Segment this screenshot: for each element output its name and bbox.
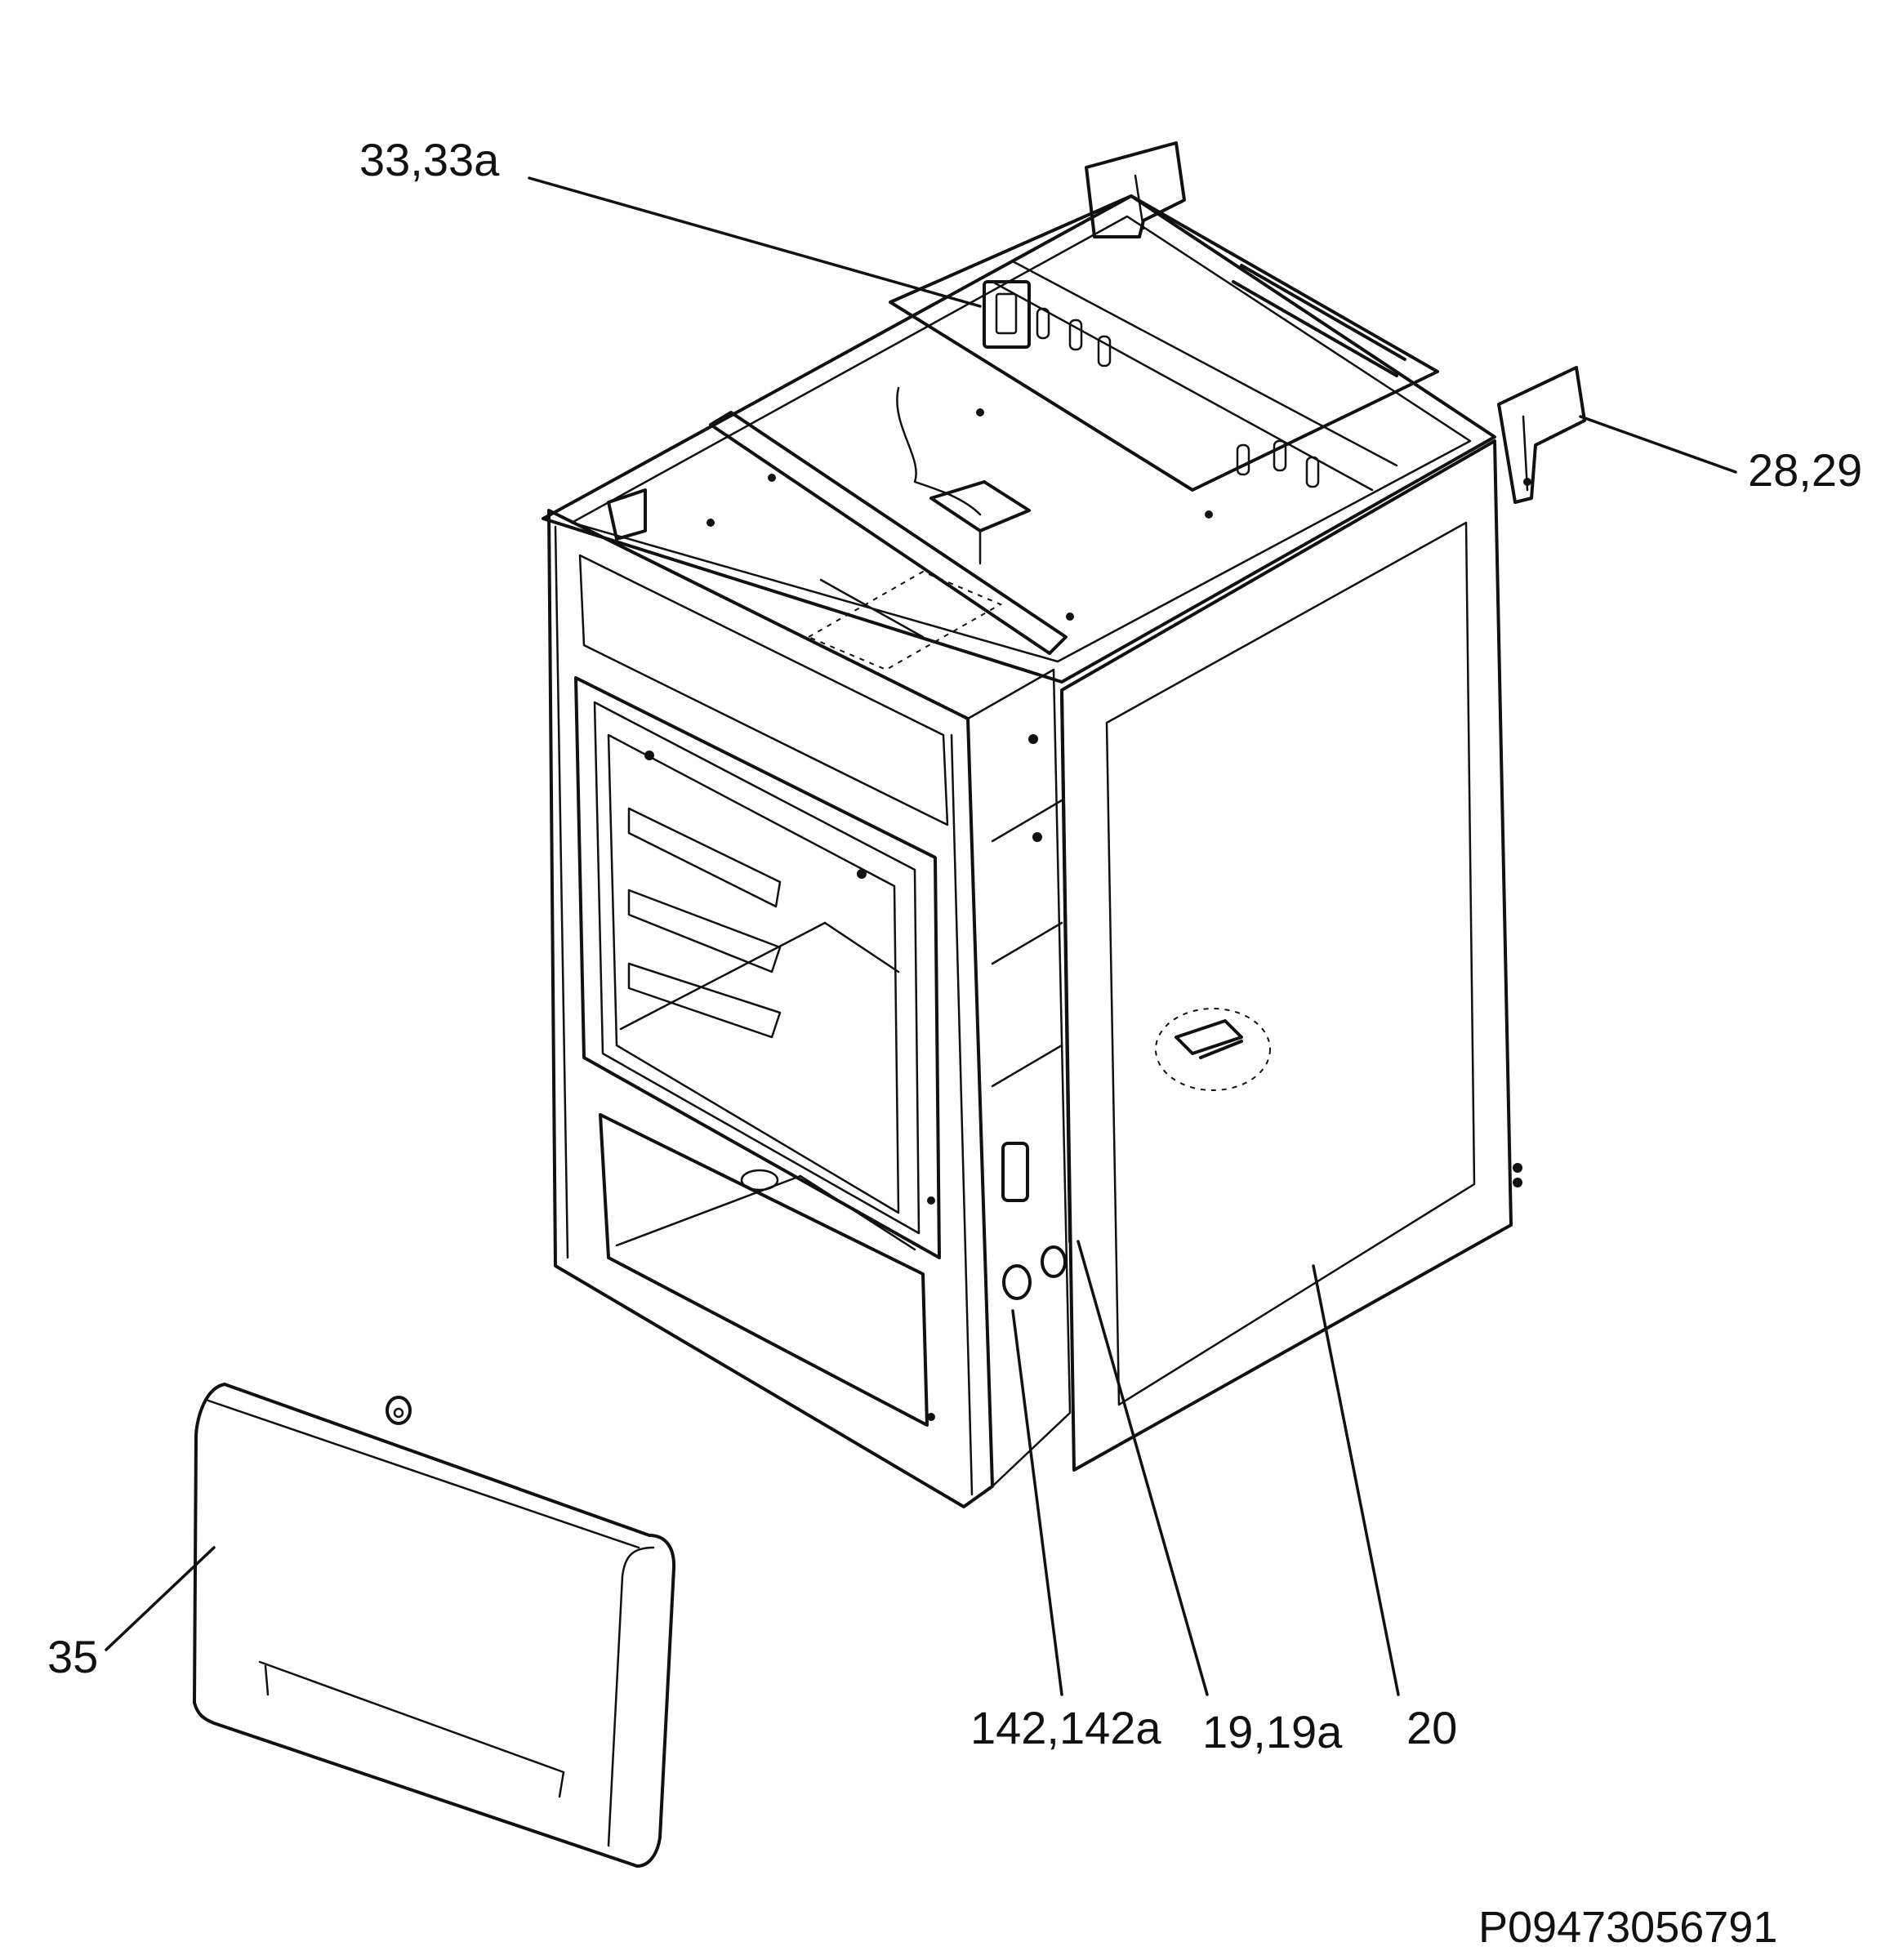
leader-20 bbox=[1312, 1264, 1400, 1696]
rear-top-bracket bbox=[983, 141, 1186, 349]
leader-lines bbox=[105, 176, 1737, 1696]
leader-33 bbox=[528, 176, 982, 308]
leader-35 bbox=[105, 1546, 216, 1651]
callout-20: 20 bbox=[1406, 1702, 1457, 1753]
side-panel bbox=[1060, 439, 1522, 1472]
front-panel bbox=[547, 509, 994, 1508]
leader-142 bbox=[1011, 1309, 1063, 1696]
door-panel bbox=[193, 1383, 676, 1868]
mounting-bracket-right bbox=[1497, 366, 1586, 504]
callout-labels: 33,33a 28,29 35 142,142a 19,19a 20 bbox=[47, 134, 1862, 1757]
callout-19: 19,19a bbox=[1202, 1706, 1343, 1757]
callout-28: 28,29 bbox=[1748, 444, 1862, 496]
callout-35: 35 bbox=[47, 1631, 98, 1682]
document-code: P09473056791 bbox=[1478, 1903, 1777, 1952]
callout-33: 33,33a bbox=[359, 134, 500, 185]
oven-casing bbox=[542, 141, 1586, 1508]
leader-28 bbox=[1579, 415, 1737, 474]
leader-19 bbox=[1076, 1240, 1209, 1696]
callout-142: 142,142a bbox=[970, 1702, 1161, 1753]
top-frame bbox=[542, 194, 1496, 684]
